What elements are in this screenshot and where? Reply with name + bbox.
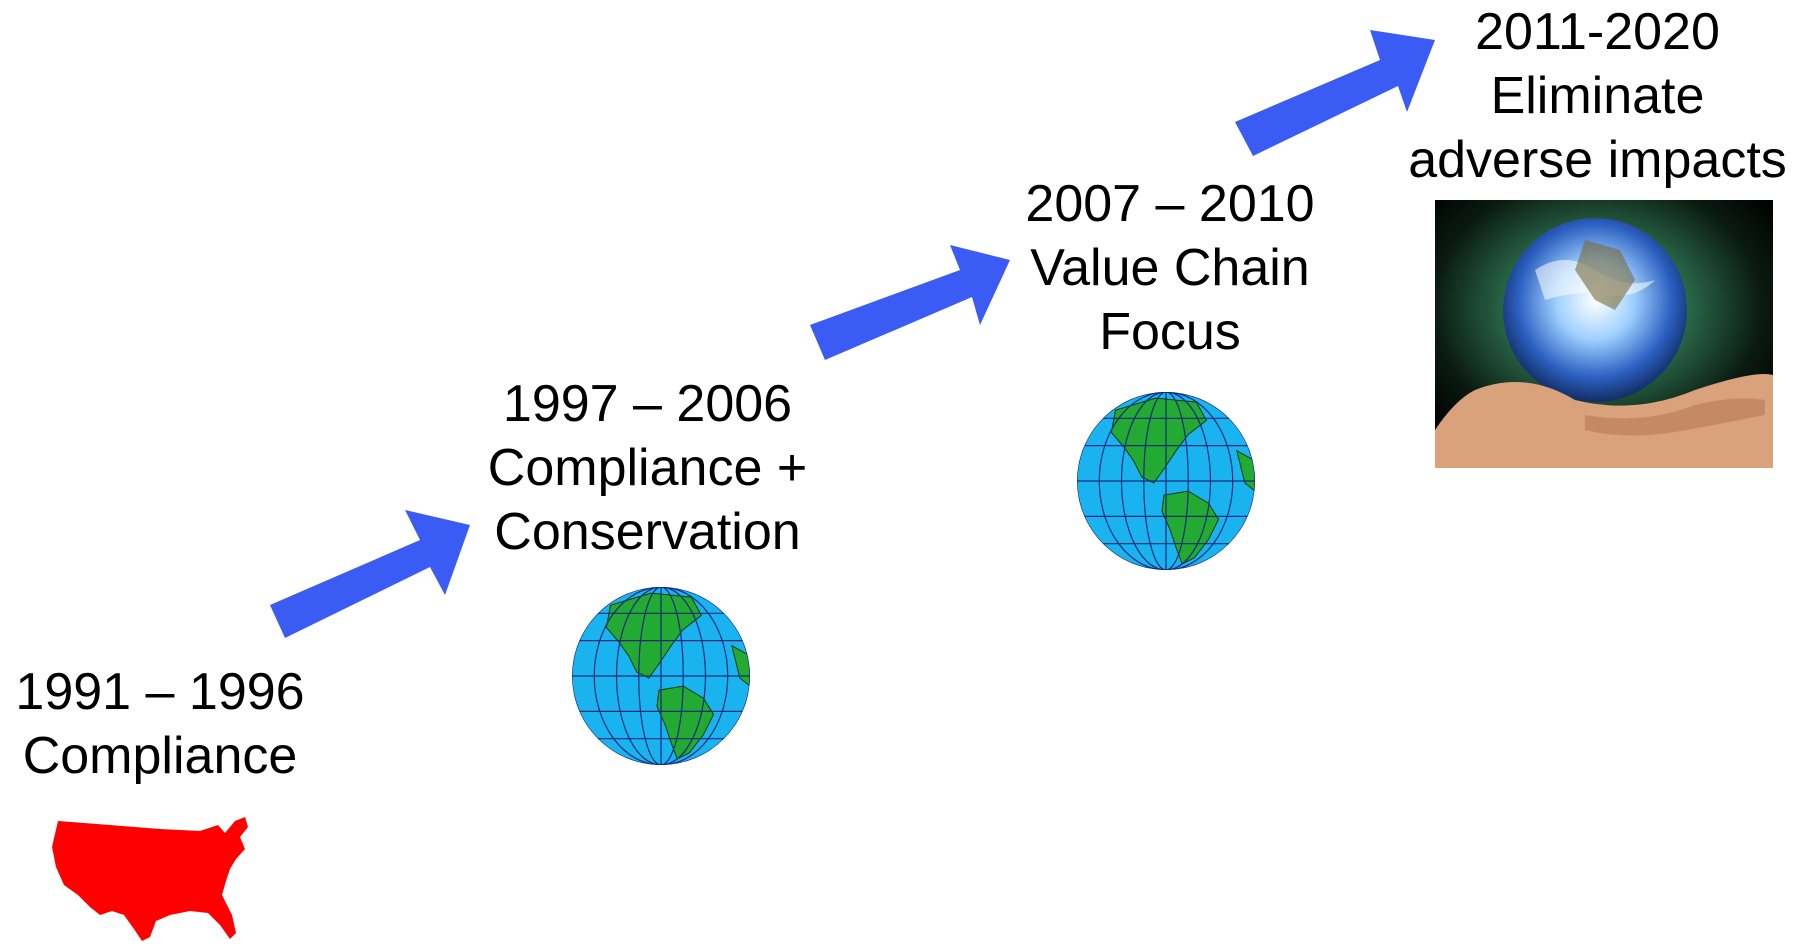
arrow-3-shape: [1235, 30, 1435, 156]
stage-1-line-1: Compliance: [22, 727, 298, 785]
earth-in-hands-photo: [1435, 200, 1773, 468]
stage-1-label: 1991 – 1996 Compliance: [0, 660, 320, 788]
arrow-1: [270, 510, 470, 638]
us-map-shape: [52, 817, 248, 941]
earth-land: [1575, 240, 1635, 310]
us-map-icon: [52, 817, 248, 941]
stage-4-line-2: adverse impacts: [1408, 131, 1787, 189]
stage-2-period: 1997 – 2006: [502, 375, 793, 433]
stage-3-line-1: Value Chain: [1030, 239, 1310, 297]
arrow-1-shape: [270, 510, 470, 638]
stage-4-line-1: Eliminate: [1490, 67, 1705, 125]
stage-2-line-2: Conservation: [494, 503, 801, 561]
stage-3-line-2: Focus: [1099, 303, 1241, 361]
globe-icon: [1077, 392, 1255, 570]
stage-2-line-1: Compliance +: [487, 439, 808, 497]
arrow-2: [810, 245, 1010, 360]
globe-icon: [572, 587, 750, 765]
stage-4-label: 2011-2020 Eliminate adverse impacts: [1400, 0, 1795, 192]
stage-3-label: 2007 – 2010 Value Chain Focus: [1000, 172, 1340, 364]
stage-3-period: 2007 – 2010: [1025, 175, 1315, 233]
hand-fingers: [1585, 398, 1765, 436]
stage-4-period: 2011-2020: [1475, 3, 1720, 61]
arrow-3: [1235, 30, 1435, 156]
arrow-2-shape: [810, 245, 1010, 360]
globe-land-south-america: [1161, 490, 1220, 565]
stage-1-period: 1991 – 1996: [15, 663, 305, 721]
stage-2-label: 1997 – 2006 Compliance + Conservation: [475, 372, 820, 564]
globe-land-south-america: [656, 685, 715, 760]
